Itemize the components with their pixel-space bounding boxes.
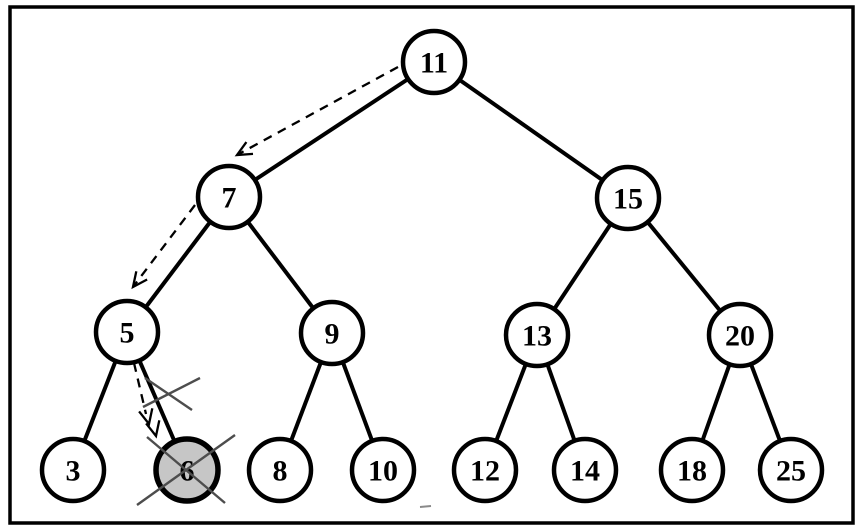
node-label-11: 11 <box>420 47 448 80</box>
path-5-to-6-arrowhead <box>138 408 154 427</box>
node-label-8: 8 <box>273 455 288 488</box>
tree-node-9 <box>298 299 366 367</box>
node-label-3: 3 <box>66 455 81 488</box>
tree-node-10 <box>349 436 417 504</box>
node-label-12: 12 <box>470 455 500 488</box>
tree-node-11 <box>400 28 468 96</box>
node-label-7: 7 <box>222 182 237 215</box>
tree-node-8 <box>246 436 314 504</box>
node-label-13: 13 <box>522 320 552 353</box>
tree-node-18 <box>658 436 726 504</box>
path-11-to-7-arrowhead <box>234 141 254 157</box>
node-label-15: 15 <box>613 183 643 216</box>
path-11-to-7 <box>236 65 399 157</box>
tree-node-7 <box>195 163 263 231</box>
tree-edge-11-15 <box>432 60 630 200</box>
tree-node-20 <box>706 301 774 369</box>
tree-node-5 <box>93 298 161 366</box>
node-label-20: 20 <box>725 320 755 353</box>
node-label-10: 10 <box>368 455 398 488</box>
deleted-node-x-line-2 <box>146 436 226 504</box>
tree-edge-11-7 <box>227 60 436 199</box>
node-label-9: 9 <box>325 318 340 351</box>
tree-node-25 <box>757 436 825 504</box>
tree-node-15 <box>594 164 662 232</box>
stray-mark <box>419 505 432 508</box>
tree-node-14 <box>551 436 619 504</box>
path-5-to-6 <box>132 362 148 415</box>
node-label-5: 5 <box>120 317 135 350</box>
diagram-border <box>8 5 855 525</box>
node-label-25: 25 <box>776 455 806 488</box>
path-7-to-5-arrowhead <box>131 271 148 290</box>
tree-node-13 <box>503 301 571 369</box>
node-label-14: 14 <box>570 455 600 488</box>
tree-node-3 <box>39 436 107 504</box>
node-label-18: 18 <box>677 455 707 488</box>
edge-cut-x-line-2 <box>142 376 201 409</box>
path-7-to-5 <box>132 204 196 288</box>
tree-node-12 <box>451 436 519 504</box>
path-5-to-6-arrowhead <box>145 420 161 439</box>
